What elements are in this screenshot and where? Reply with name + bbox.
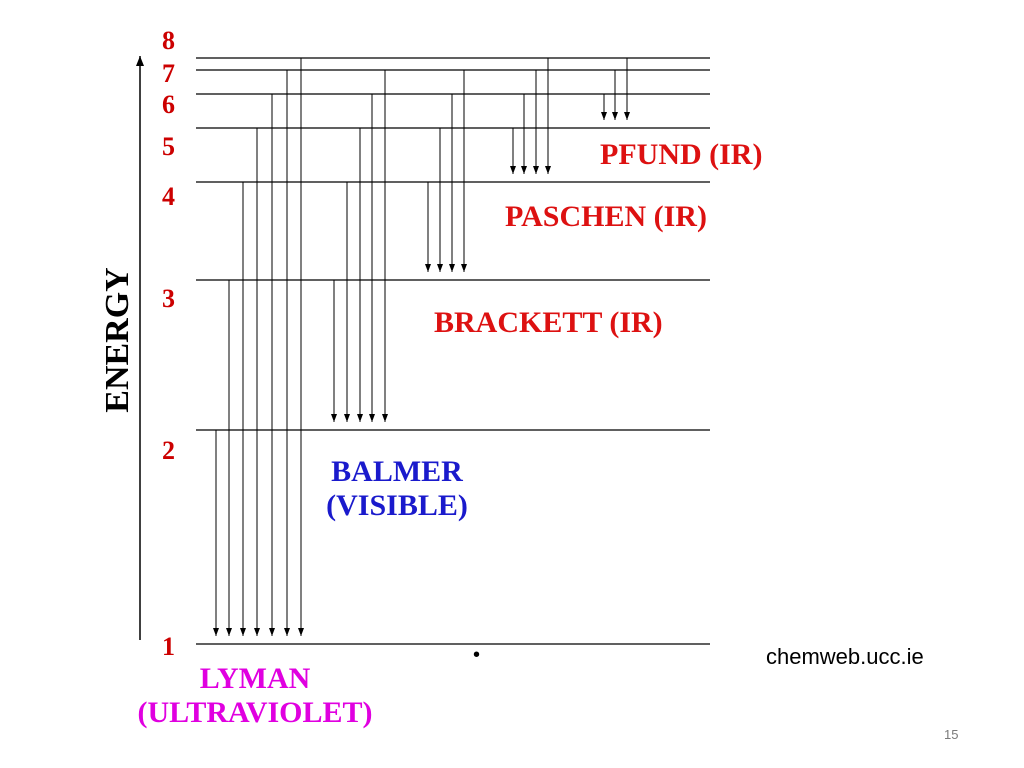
paschen-label-line-1: PASCHEN (IR) [505,200,707,233]
source-credit: chemweb.ucc.ie [766,644,924,669]
level-number-7: 7 [162,59,175,88]
page-number: 15 [944,727,959,742]
level-number-6: 6 [162,90,175,119]
lyman-series-label: LYMAN(ULTRAVIOLET) [120,662,390,730]
level-number-1: 1 [162,632,175,661]
pfund-series-label: PFUND (IR) [600,138,800,172]
balmer-label-line-1: BALMER [331,455,463,488]
pfund-label-line-1: PFUND (IR) [600,138,763,171]
level-number-5: 5 [162,132,175,161]
lyman-label-line-1: LYMAN [199,662,311,695]
level-number-2: 2 [162,436,175,465]
lyman-label-line-2: (ULTRAVIOLET) [137,696,373,729]
level-number-4: 4 [162,182,175,211]
brackett-label-line-1: BRACKETT (IR) [434,306,663,339]
bullet-point: • [473,644,481,666]
brackett-series-label: BRACKETT (IR) [434,306,694,340]
paschen-series-label: PASCHEN (IR) [505,200,745,234]
energy-axis-label: ENERGY [99,267,136,413]
balmer-label-line-2: (VISIBLE) [326,489,468,522]
level-number-8: 8 [162,26,175,55]
balmer-series-label: BALMER(VISIBLE) [316,455,478,523]
level-number-3: 3 [162,284,175,313]
